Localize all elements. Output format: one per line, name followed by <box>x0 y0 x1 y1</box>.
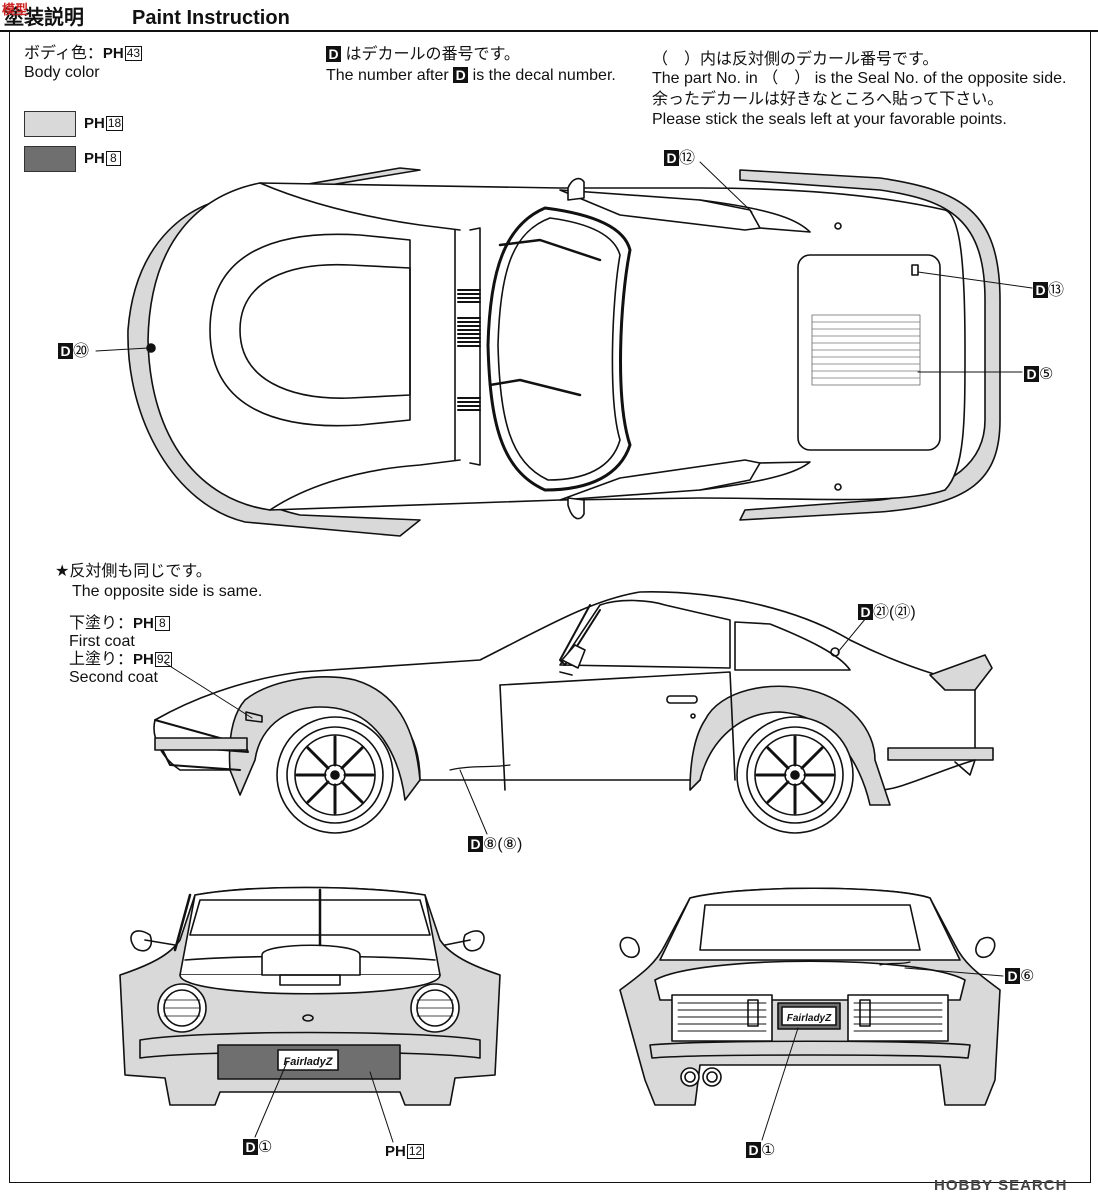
title-jp: 塗装説明 <box>4 7 84 29</box>
rear-plate-text: FairladyZ <box>787 1013 832 1024</box>
same-note-jp: ★反対側も同じです。 <box>55 563 212 580</box>
page-frame <box>9 32 1091 1183</box>
front-view-drawing: FairladyZ <box>119 886 501 1143</box>
second-coat-en: Second coat <box>69 669 158 686</box>
same-note-en: The opposite side is same. <box>72 583 263 600</box>
front-plate-text: FairladyZ <box>284 1056 334 1068</box>
first-coat-en: First coat <box>69 633 135 650</box>
leftover-note-jp: 余ったデカールは好きなところへ貼って下さい。 <box>652 91 1004 108</box>
top-view-drawing <box>95 161 1033 537</box>
opposite-note-jp: （ ）内は反対側のデカール番号です。 <box>652 51 939 68</box>
body-color-en: Body color <box>24 64 100 81</box>
watermark-logo: 模型 <box>2 2 29 17</box>
swatch-dark-gray <box>24 146 76 172</box>
side-view-drawing <box>153 591 994 835</box>
watermark-hobbysearch: HOBBY SEARCH <box>934 1177 1068 1194</box>
rear-view-drawing: FairladyZ <box>619 887 1004 1141</box>
header-rule <box>0 30 1098 32</box>
decal-note-jp: D はデカールの番号です。 <box>326 45 520 64</box>
swatch-light-gray <box>24 111 76 137</box>
title-en: Paint Instruction <box>132 7 290 29</box>
decal-note-en: The number after D is the decal number. <box>326 67 616 84</box>
opposite-note-en: The part No. in （ ） is the Seal No. of t… <box>652 70 1067 87</box>
leftover-note-en: Please stick the seals left at your favo… <box>652 111 1007 128</box>
